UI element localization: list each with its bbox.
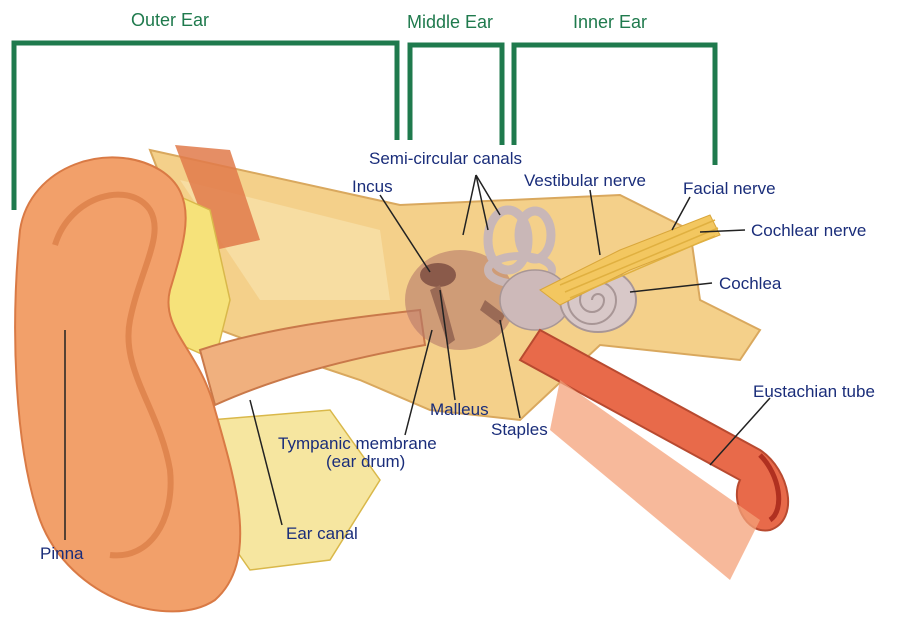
section-inner-ear: Inner Ear <box>573 12 647 32</box>
label-cochlear-nerve: Cochlear nerve <box>751 221 866 240</box>
label-cochlea: Cochlea <box>719 274 781 293</box>
label-facial-nerve: Facial nerve <box>683 179 776 198</box>
label-malleus: Malleus <box>430 400 489 419</box>
section-outer-ear: Outer Ear <box>131 10 209 30</box>
label-semicircular-canals: Semi-circular canals <box>369 149 522 168</box>
label-vestibular-nerve: Vestibular nerve <box>524 171 646 190</box>
label-pinna: Pinna <box>40 544 83 563</box>
label-incus: Incus <box>352 177 393 196</box>
bracket-middle-ear <box>410 45 502 145</box>
label-staples: Staples <box>491 420 548 439</box>
label-eustachian-tube: Eustachian tube <box>753 382 875 401</box>
bracket-inner-ear <box>514 45 715 165</box>
label-ear-drum: (ear drum) <box>326 452 405 471</box>
section-middle-ear: Middle Ear <box>407 12 493 32</box>
incus-shape <box>420 263 456 287</box>
label-tympanic-membrane: Tympanic membrane <box>278 434 437 453</box>
label-ear-canal: Ear canal <box>286 524 358 543</box>
